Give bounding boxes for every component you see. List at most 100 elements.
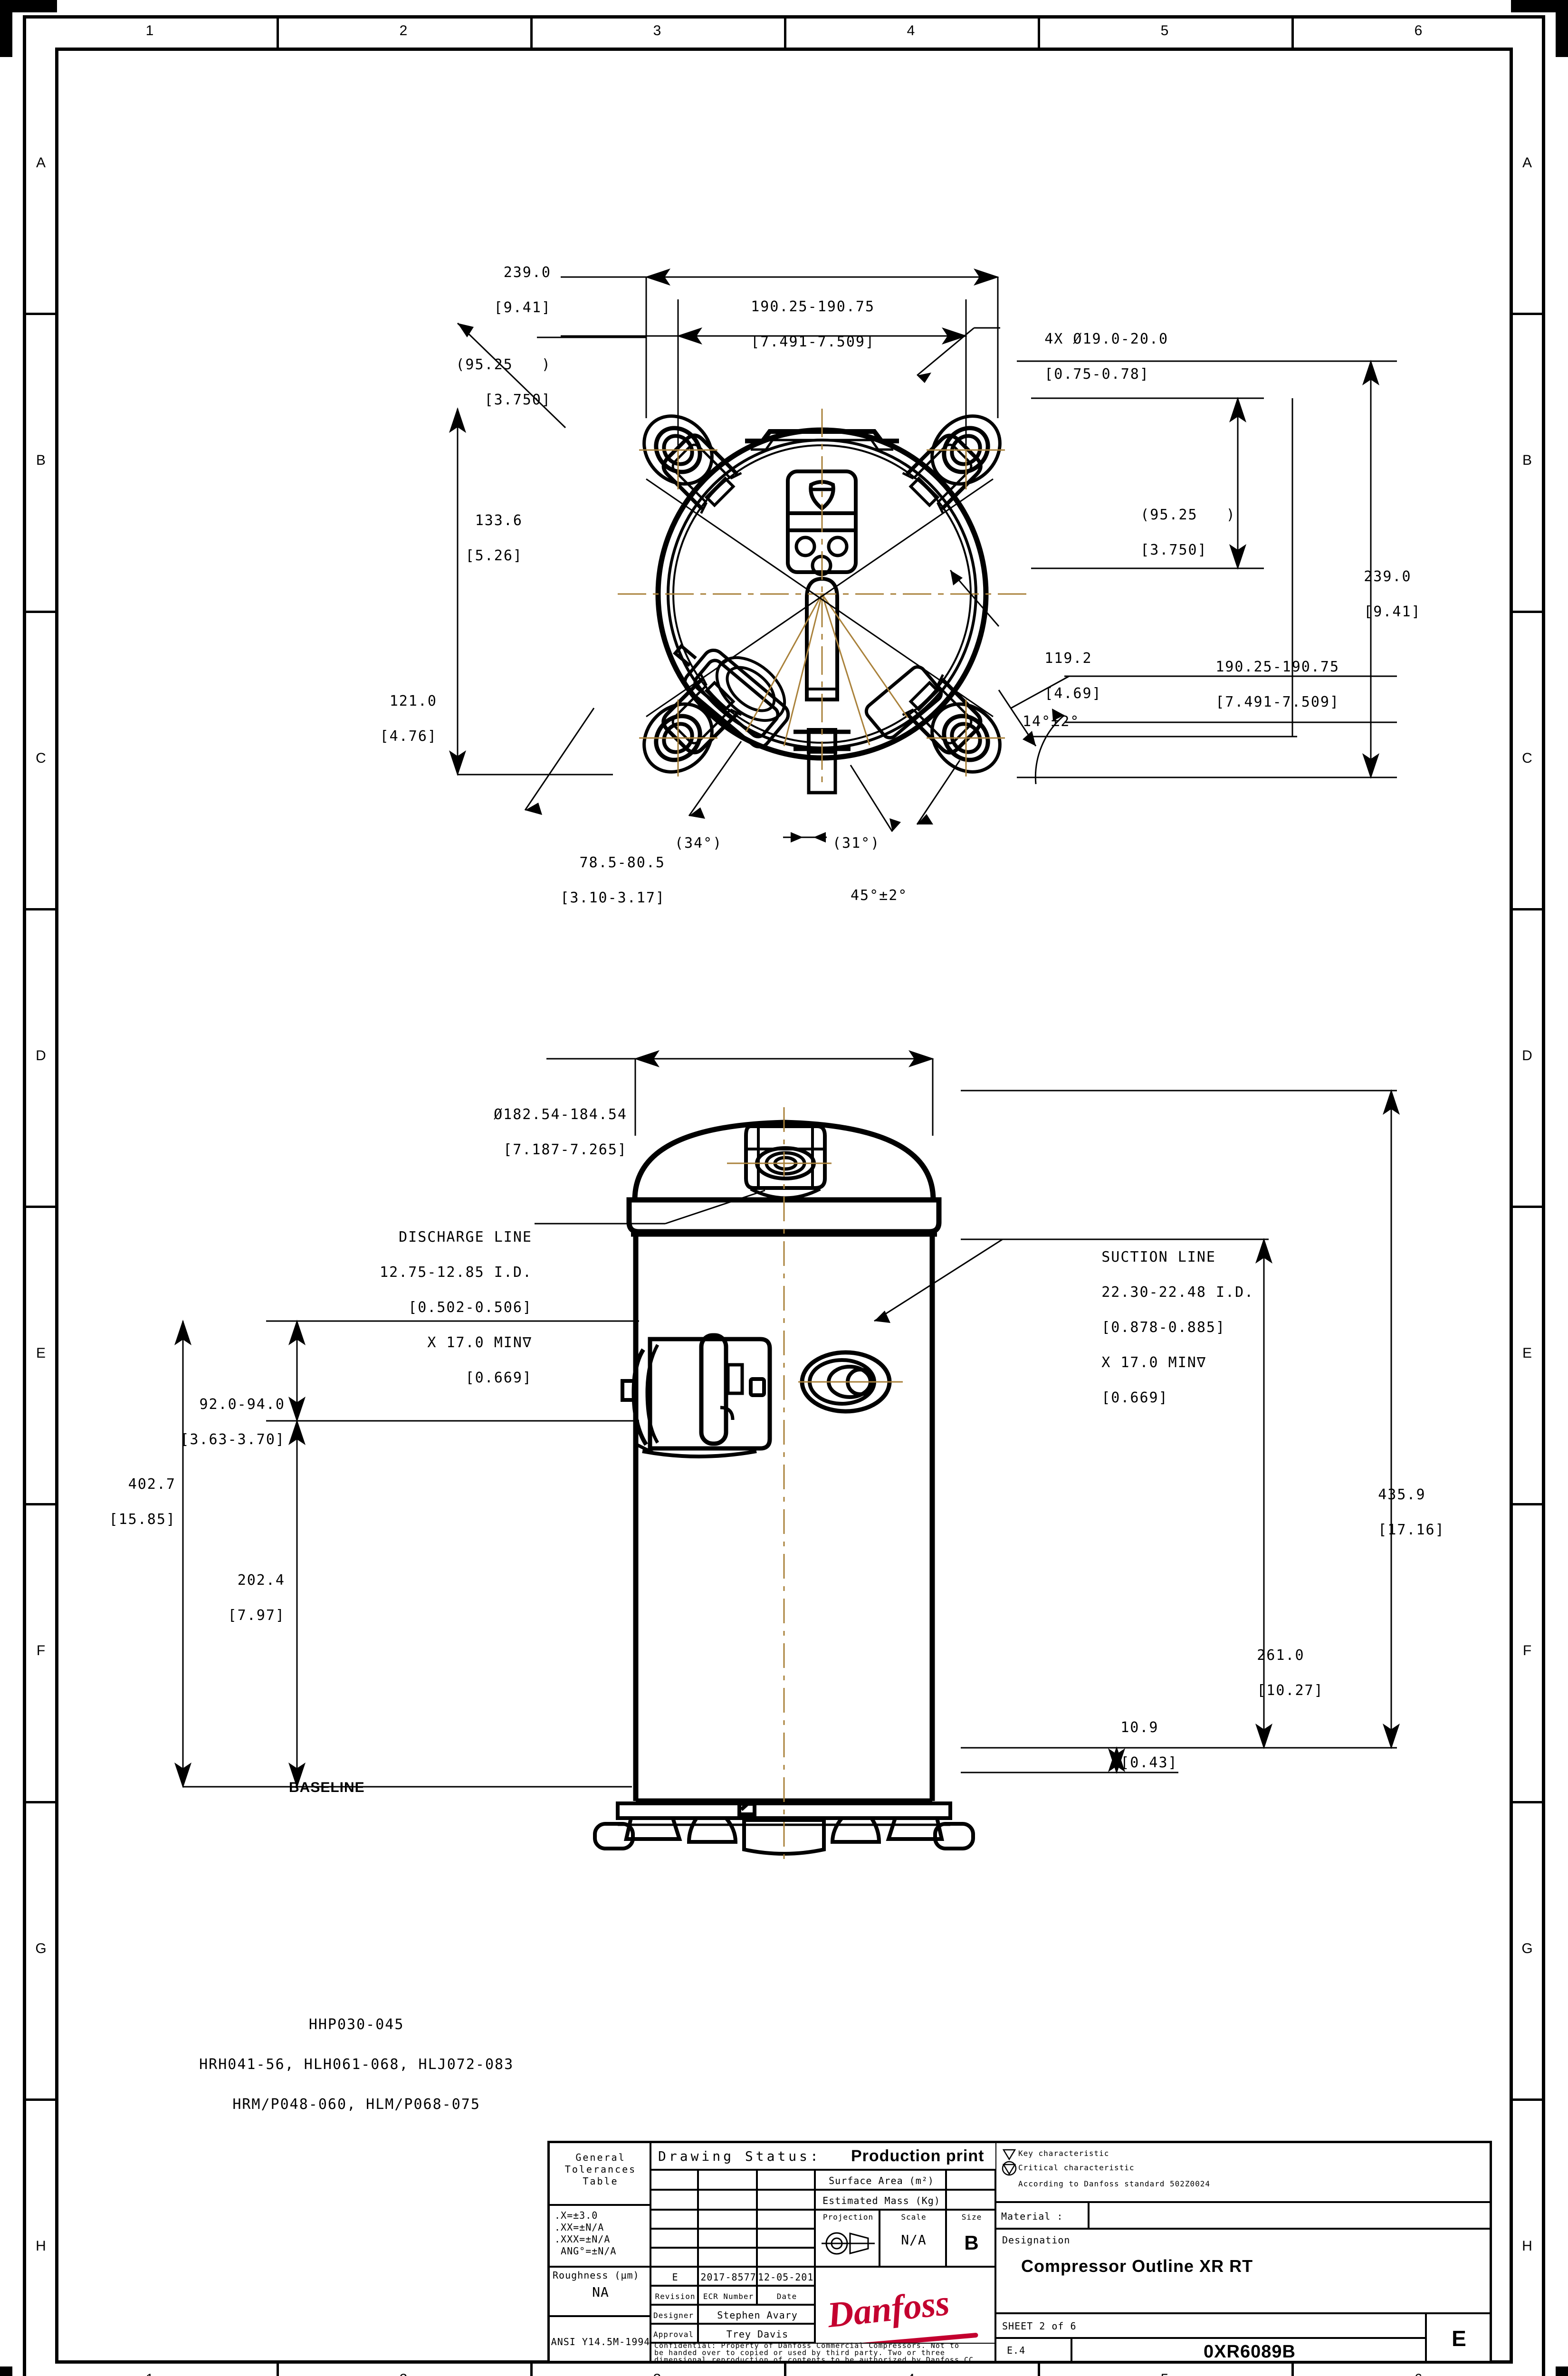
danfoss-standard-note: According to Danfoss standard 502Z0024 <box>1018 2179 1211 2188</box>
dim-435: 435.9 [17.16] <box>1378 1486 1445 1538</box>
suction-line-callout: SUCTION LINE 22.30-22.48 I.D. [0.878-0.8… <box>1101 1249 1254 1406</box>
ecr-value-cell: 2017-8577 <box>698 2267 757 2286</box>
danfoss-logo: Danfoss <box>825 2282 952 2336</box>
dim-119: 119.2 [4.69] <box>1044 650 1102 702</box>
zone-divider <box>1513 1503 1545 1506</box>
roughness-value: NA <box>592 2284 609 2300</box>
blank-cell-a5 <box>650 2248 698 2267</box>
zone-label-5-bottom: 5 <box>1155 2372 1174 2376</box>
blank-cell-a2 <box>650 2190 698 2210</box>
blank-cell-b1 <box>698 2170 757 2190</box>
blank-cell-b2 <box>698 2190 757 2210</box>
top-view-geometry <box>618 356 1026 795</box>
approval-value: Trey Davis <box>726 2328 789 2340</box>
dim-402: 402.7 [15.85] <box>109 1476 176 1528</box>
revision-label: Revision <box>655 2292 696 2301</box>
zone-label-6-top: 6 <box>1414 23 1423 38</box>
drawing-status-label: Drawing Status: <box>658 2148 821 2164</box>
tolerances-values: .X=±3.0 .XX=±N/A .XXX=±N/A ANG°=±N/A <box>555 2210 617 2257</box>
characteristics-cell: Key characteristic Critical characterist… <box>995 2142 1491 2202</box>
zone-divider <box>1513 908 1545 910</box>
scale-label: Scale <box>901 2213 927 2222</box>
dim-133: 133.6 [5.26] <box>465 512 523 564</box>
zone-label-f-left: F <box>36 1643 46 1659</box>
zone-label-2-bottom: 2 <box>394 2372 413 2376</box>
tolerances-header-cell: General Tolerances Table <box>549 2142 650 2205</box>
blank-cell-c2 <box>757 2190 815 2210</box>
corner-mark-tl2 <box>0 0 12 57</box>
approval-label: Approval <box>653 2330 694 2339</box>
blank-cell-c3 <box>757 2210 815 2229</box>
zone-label-3-bottom: 3 <box>648 2372 667 2376</box>
designation-label: Designation <box>1002 2234 1071 2246</box>
ecr-label-cell: ECR Number <box>698 2286 757 2305</box>
dim-121: 121.0 [4.76] <box>380 693 437 745</box>
surface-area-value-cell <box>946 2170 995 2190</box>
zone-divider <box>1038 15 1040 48</box>
zone-divider <box>23 1801 55 1803</box>
zone-divider <box>23 1206 55 1208</box>
corner-mark-br2 <box>1556 2366 1568 2376</box>
zone-label-4-bottom: 4 <box>901 2372 920 2376</box>
doc-code-cell: E.4 <box>995 2338 1071 2362</box>
projection-cell: Projection <box>815 2210 880 2267</box>
rev-letter-cell: E <box>1426 2313 1491 2362</box>
zone-label-2-top: 2 <box>399 23 408 38</box>
dim-half-span-left: (95.25 ) [3.750] <box>456 356 551 408</box>
blank-cell-c4 <box>757 2229 815 2248</box>
dim-half-span-right: (95.25 ) [3.750] <box>1140 507 1236 558</box>
roughness-label: Roughness (µm) <box>553 2270 640 2281</box>
critical-characteristic-icon <box>1002 2161 1017 2176</box>
zone-label-g-left: G <box>35 1940 47 1956</box>
zone-label-d-right: D <box>1522 1047 1532 1063</box>
material-value-cell <box>1089 2202 1491 2229</box>
baseline-label: BASELINE <box>289 1780 365 1795</box>
front-view-geometry <box>593 1107 975 1862</box>
zone-divider <box>530 2364 533 2376</box>
dim-shell-diameter: Ø182.54-184.54 [7.187-7.265] <box>494 1106 627 1158</box>
doc-code: E.4 <box>1007 2345 1026 2356</box>
estimated-mass-label: Estimated Mass (Kg) <box>822 2195 940 2206</box>
zone-label-b-right: B <box>1522 452 1532 469</box>
dim-261: 261.0 [10.27] <box>1257 1647 1324 1699</box>
zone-divider <box>1513 2098 1545 2101</box>
zone-divider <box>784 15 786 48</box>
designer-value-cell: Stephen Avary <box>698 2305 815 2324</box>
ecr-label: ECR Number <box>703 2292 754 2301</box>
size-cell: Size B <box>946 2210 995 2267</box>
zone-label-d-left: D <box>36 1047 46 1063</box>
key-characteristic-icon <box>1002 2149 1016 2161</box>
zone-label-a-left: A <box>36 155 46 171</box>
revision-value-cell: E <box>650 2267 698 2286</box>
title-block: General Tolerances Table .X=±3.0 .XX=±N/… <box>547 2141 1492 2364</box>
revision-value: E <box>672 2271 679 2283</box>
angle-14: 14°±2° <box>1023 713 1080 730</box>
zone-label-a-right: A <box>1522 155 1532 171</box>
standard-cell: ANSI Y14.5M-1994 <box>549 2316 650 2362</box>
designation-cell: Designation Compressor Outline XR RT <box>995 2229 1491 2313</box>
size-value: B <box>964 2232 979 2254</box>
zone-divider <box>23 2098 55 2101</box>
estimated-mass-cell: Estimated Mass (Kg) <box>815 2190 946 2210</box>
top-view-dimensions <box>449 268 1397 843</box>
surface-area-label: Surface Area (m²) <box>829 2175 934 2186</box>
zone-divider <box>1038 2364 1040 2376</box>
blank-cell-a4 <box>650 2229 698 2248</box>
dim-bolt-span-horizontal: 190.25-190.75 [7.491-7.509] <box>751 298 875 350</box>
designer-label: Designer <box>653 2311 694 2320</box>
dim-78: 78.5-80.5 [3.10-3.17] <box>560 854 665 906</box>
tolerances-header: General Tolerances Table <box>564 2152 637 2187</box>
projection-symbol-icon <box>822 2232 875 2255</box>
rev-letter: E <box>1452 2326 1467 2351</box>
blank-cell-a1 <box>650 2170 698 2190</box>
size-label: Size <box>961 2213 982 2222</box>
doc-number: 0XR6089B <box>1204 2342 1296 2362</box>
designer-value: Stephen Avary <box>717 2309 798 2321</box>
zone-divider <box>1513 313 1545 316</box>
zone-divider <box>23 908 55 910</box>
zone-label-f-right: F <box>1522 1643 1532 1659</box>
designer-label-cell: Designer <box>650 2305 698 2324</box>
date-label-cell: Date <box>757 2286 815 2305</box>
zone-divider <box>23 610 55 613</box>
dim-92: 92.0-94.0 [3.63-3.70] <box>180 1396 285 1448</box>
